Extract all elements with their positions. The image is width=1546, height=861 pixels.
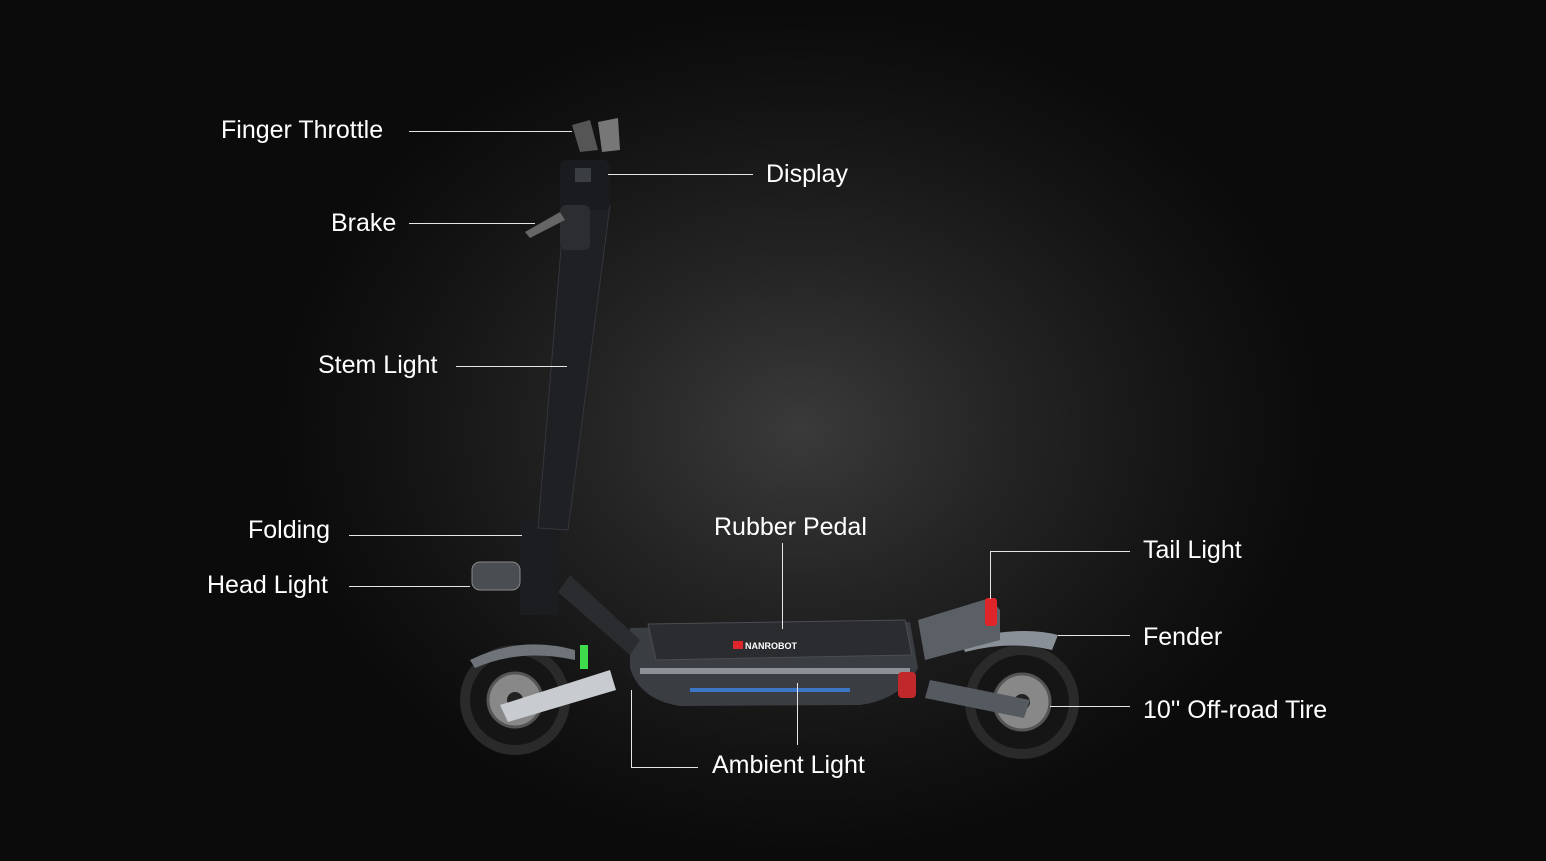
display-shape [560, 160, 610, 210]
label-stem-light: Stem Light [318, 351, 438, 379]
deck-top [647, 619, 913, 661]
label-finger-throttle: Finger Throttle [221, 116, 384, 144]
front-fender [470, 644, 575, 668]
ambient-light-leader-v1 [631, 690, 632, 767]
ambient-light-strip [690, 688, 850, 692]
ambient-light-leader-v2 [797, 683, 798, 745]
label-ambient-light: Ambient Light [712, 751, 865, 779]
tail-light-leader-h [990, 551, 1130, 552]
label-folding: Folding [248, 516, 330, 544]
folding-leader [349, 535, 522, 536]
front-swingarm [500, 670, 616, 722]
brake-leader [409, 223, 535, 224]
label-rubber-pedal: Rubber Pedal [714, 513, 867, 541]
rear-swingarm [925, 680, 1030, 718]
tail-light-shape [985, 598, 997, 626]
finger-throttle-leader [409, 131, 572, 132]
head-light-leader [349, 586, 470, 587]
fork [520, 520, 558, 615]
svg-text:NANROBOT: NANROBOT [745, 641, 797, 651]
label-off-road-tire: 10'' Off-road Tire [1143, 696, 1328, 724]
stem-light-leader [456, 366, 567, 367]
headlight-shape [471, 561, 521, 591]
fender-leader [1058, 635, 1130, 636]
tail-light-leader-v [990, 551, 991, 599]
label-fender: Fender [1143, 623, 1223, 651]
label-tail-light: Tail Light [1143, 536, 1242, 564]
rear-block [918, 598, 1000, 660]
label-head-light: Head Light [207, 571, 328, 599]
rubber-pedal-leader [782, 543, 783, 629]
tire-leader [1050, 706, 1130, 707]
label-display: Display [766, 160, 848, 188]
display-leader [608, 174, 753, 175]
label-brake: Brake [331, 209, 397, 237]
ambient-light-leader-h [631, 767, 698, 768]
